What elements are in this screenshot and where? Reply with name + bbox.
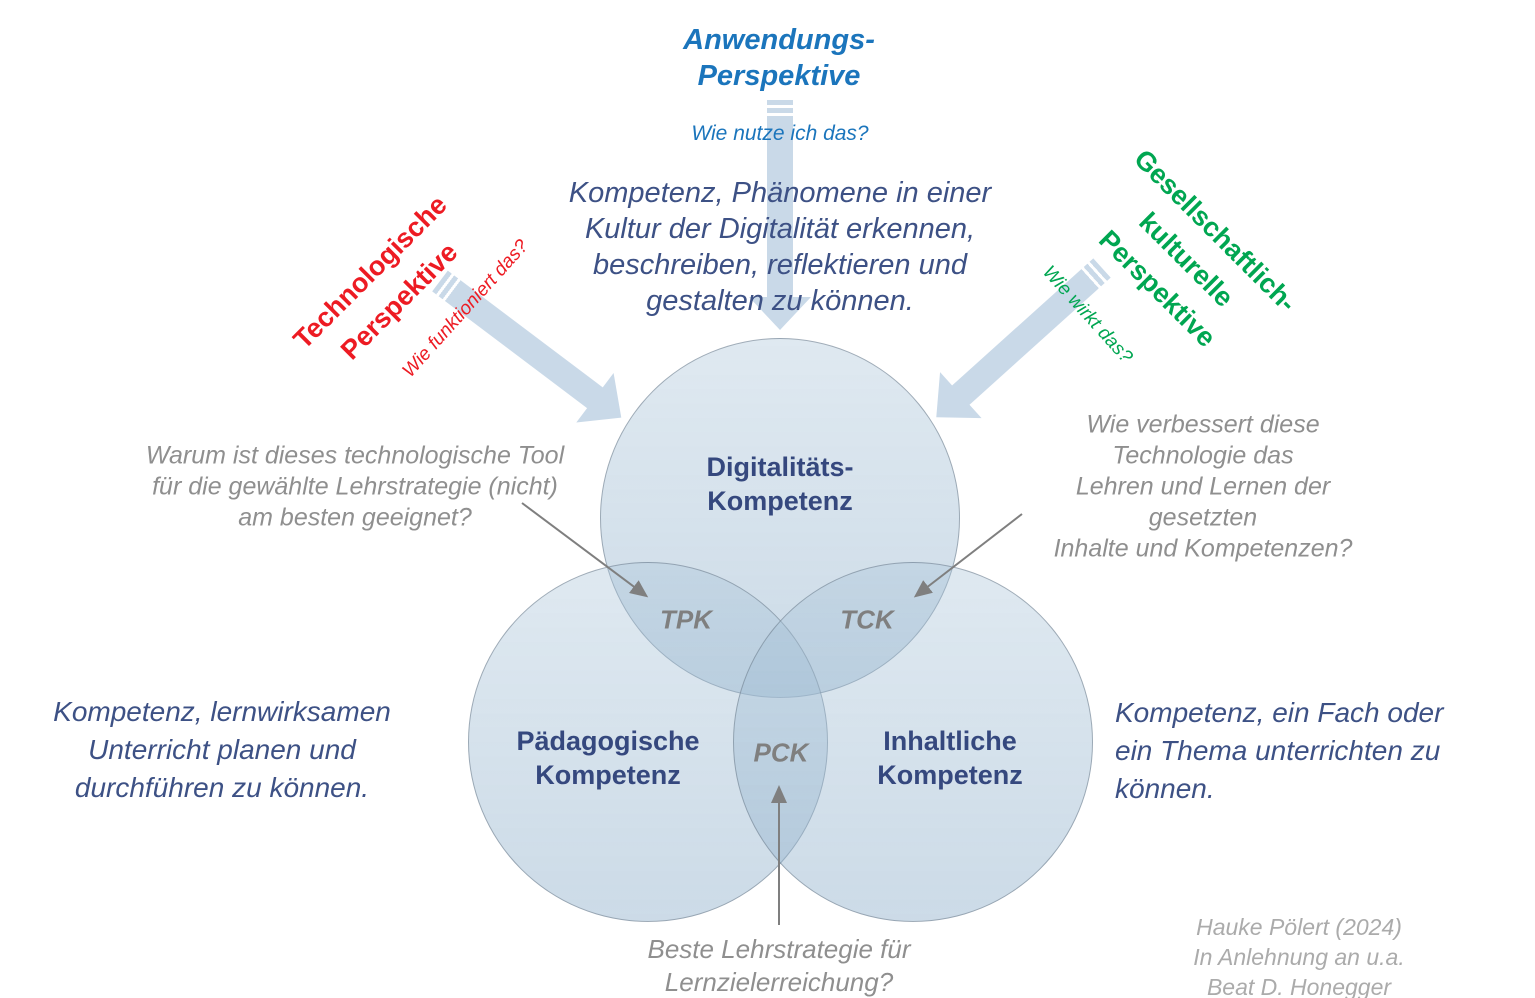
overlap-label-tck: TCK <box>840 604 894 635</box>
central-competence-statement: Kompetenz, Phänomene in einer Kultur der… <box>568 177 992 317</box>
content-competence-statement: Kompetenz, ein Fach oder ein Thema unter… <box>1115 697 1444 804</box>
application-perspective-title: Anwendungs- Perspektive <box>683 24 875 92</box>
pedagogical-competence-label: Pädagogische Kompetenz <box>516 726 700 790</box>
venn-circle-content <box>733 562 1093 922</box>
pck-annotation: Beste Lehrstrategie für Lernzielerreichu… <box>647 934 911 997</box>
overlap-label-tpk: TPK <box>660 604 712 635</box>
digital-competence-label: Digitalitäts- Kompetenz <box>706 452 854 516</box>
tpk-annotation: Warum ist dieses technologische Tool für… <box>145 441 565 532</box>
content-competence-label: Inhaltliche Kompetenz <box>877 726 1023 790</box>
tck-annotation: Wie verbessert diese Technologie das Leh… <box>1053 410 1353 563</box>
application-perspective-question: Wie nutze ich das? <box>691 122 869 145</box>
overlap-label-pck: PCK <box>753 737 809 768</box>
pedagogical-competence-statement: Kompetenz, lernwirksamen Unterricht plan… <box>53 696 391 803</box>
credit-line: Hauke Pölert (2024) In Anlehnung an u.a.… <box>1193 914 1405 998</box>
